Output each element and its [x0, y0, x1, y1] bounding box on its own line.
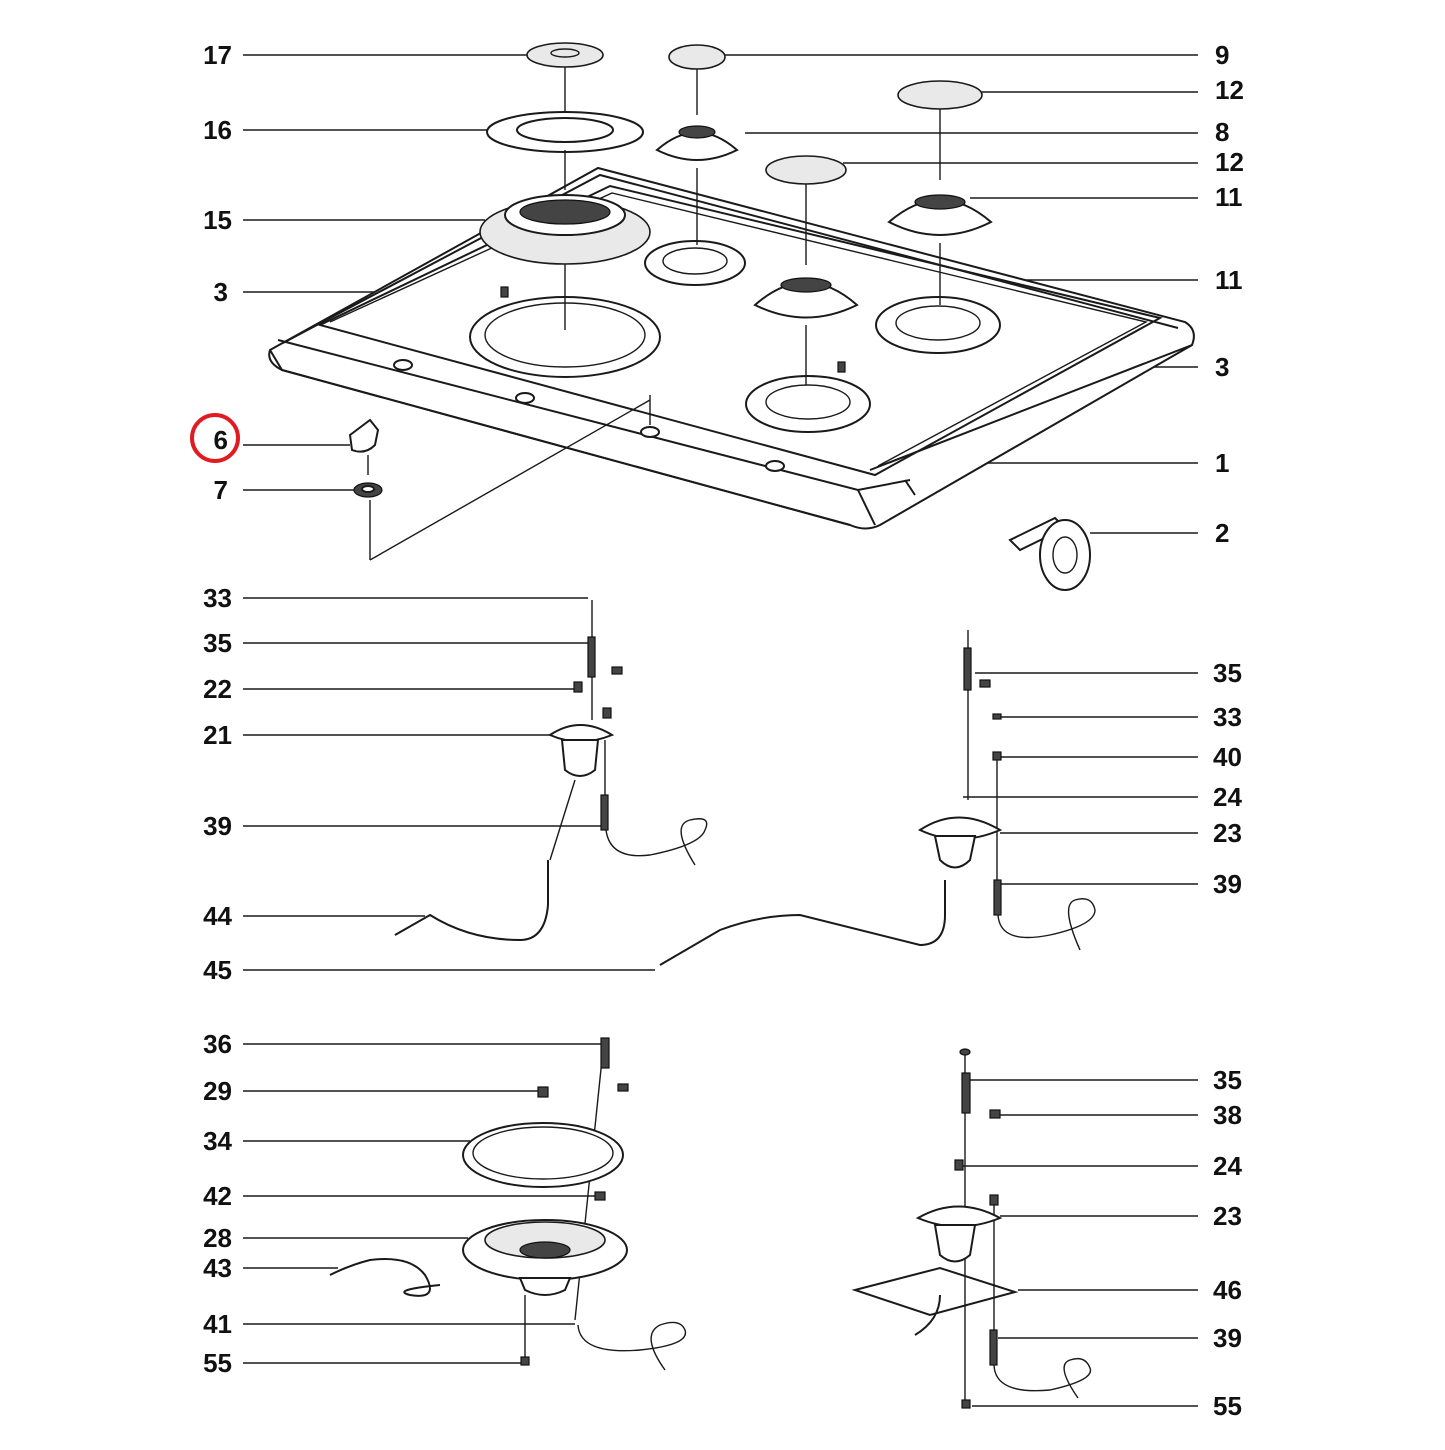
knob-and-bezel: [348, 418, 383, 498]
callout-17: 17: [203, 40, 232, 70]
callout-24: 24: [1213, 1151, 1242, 1181]
callout-11: 11: [1215, 182, 1243, 212]
callout-55: 55: [1213, 1391, 1242, 1421]
callout-36: 36: [203, 1029, 232, 1059]
callout-24: 24: [1213, 782, 1242, 812]
burner-caps-and-rings: [479, 42, 993, 385]
callout-39: 39: [1213, 869, 1242, 899]
callout-34: 34: [203, 1126, 232, 1156]
callout-35: 35: [203, 628, 232, 658]
callout-45: 45: [203, 955, 232, 985]
highlight-ring: [190, 413, 240, 463]
callout-44: 44: [203, 901, 232, 931]
callout-16: 16: [203, 115, 232, 145]
callout-55: 55: [203, 1348, 232, 1378]
callout-22: 22: [203, 674, 232, 704]
burner-assembly-lower-right: [851, 1048, 1092, 1409]
callout-33: 33: [1213, 702, 1242, 732]
callout-23: 23: [1213, 1201, 1242, 1231]
callout-39: 39: [1213, 1323, 1242, 1353]
callout-39: 39: [203, 811, 232, 841]
callout-3: 3: [213, 277, 228, 307]
support-bracket: [1008, 516, 1091, 591]
burner-assembly-lower-left: [329, 1037, 687, 1371]
callout-43: 43: [203, 1253, 232, 1283]
callout-6: 6: [213, 425, 228, 455]
callout-8: 8: [1215, 117, 1230, 147]
valve-assembly-right: [659, 630, 1096, 966]
callout-21: 21: [203, 720, 232, 750]
callout-38: 38: [1213, 1100, 1242, 1130]
callout-35: 35: [1213, 1065, 1242, 1095]
callout-40: 40: [1213, 742, 1242, 772]
callout-28: 28: [203, 1223, 232, 1253]
callout-9: 9: [1215, 40, 1230, 70]
leader-lines: [243, 54, 1198, 1407]
callout-11: 11: [1215, 265, 1243, 295]
callout-12: 12: [1215, 147, 1244, 177]
callout-2: 2: [1215, 518, 1230, 548]
callout-1: 1: [1215, 448, 1230, 478]
cooktop-panel: [268, 166, 1195, 561]
callout-3: 3: [1215, 352, 1230, 382]
callout-33: 33: [203, 583, 232, 613]
callout-29: 29: [203, 1076, 232, 1106]
callout-12: 12: [1215, 75, 1244, 105]
valve-assembly-left: [394, 600, 708, 942]
callout-7: 7: [213, 475, 228, 505]
callout-41: 41: [203, 1309, 232, 1339]
callout-23: 23: [1213, 818, 1242, 848]
callout-42: 42: [203, 1181, 232, 1211]
callout-35: 35: [1213, 658, 1242, 688]
callout-15: 15: [203, 205, 232, 235]
callout-46: 46: [1213, 1275, 1242, 1305]
